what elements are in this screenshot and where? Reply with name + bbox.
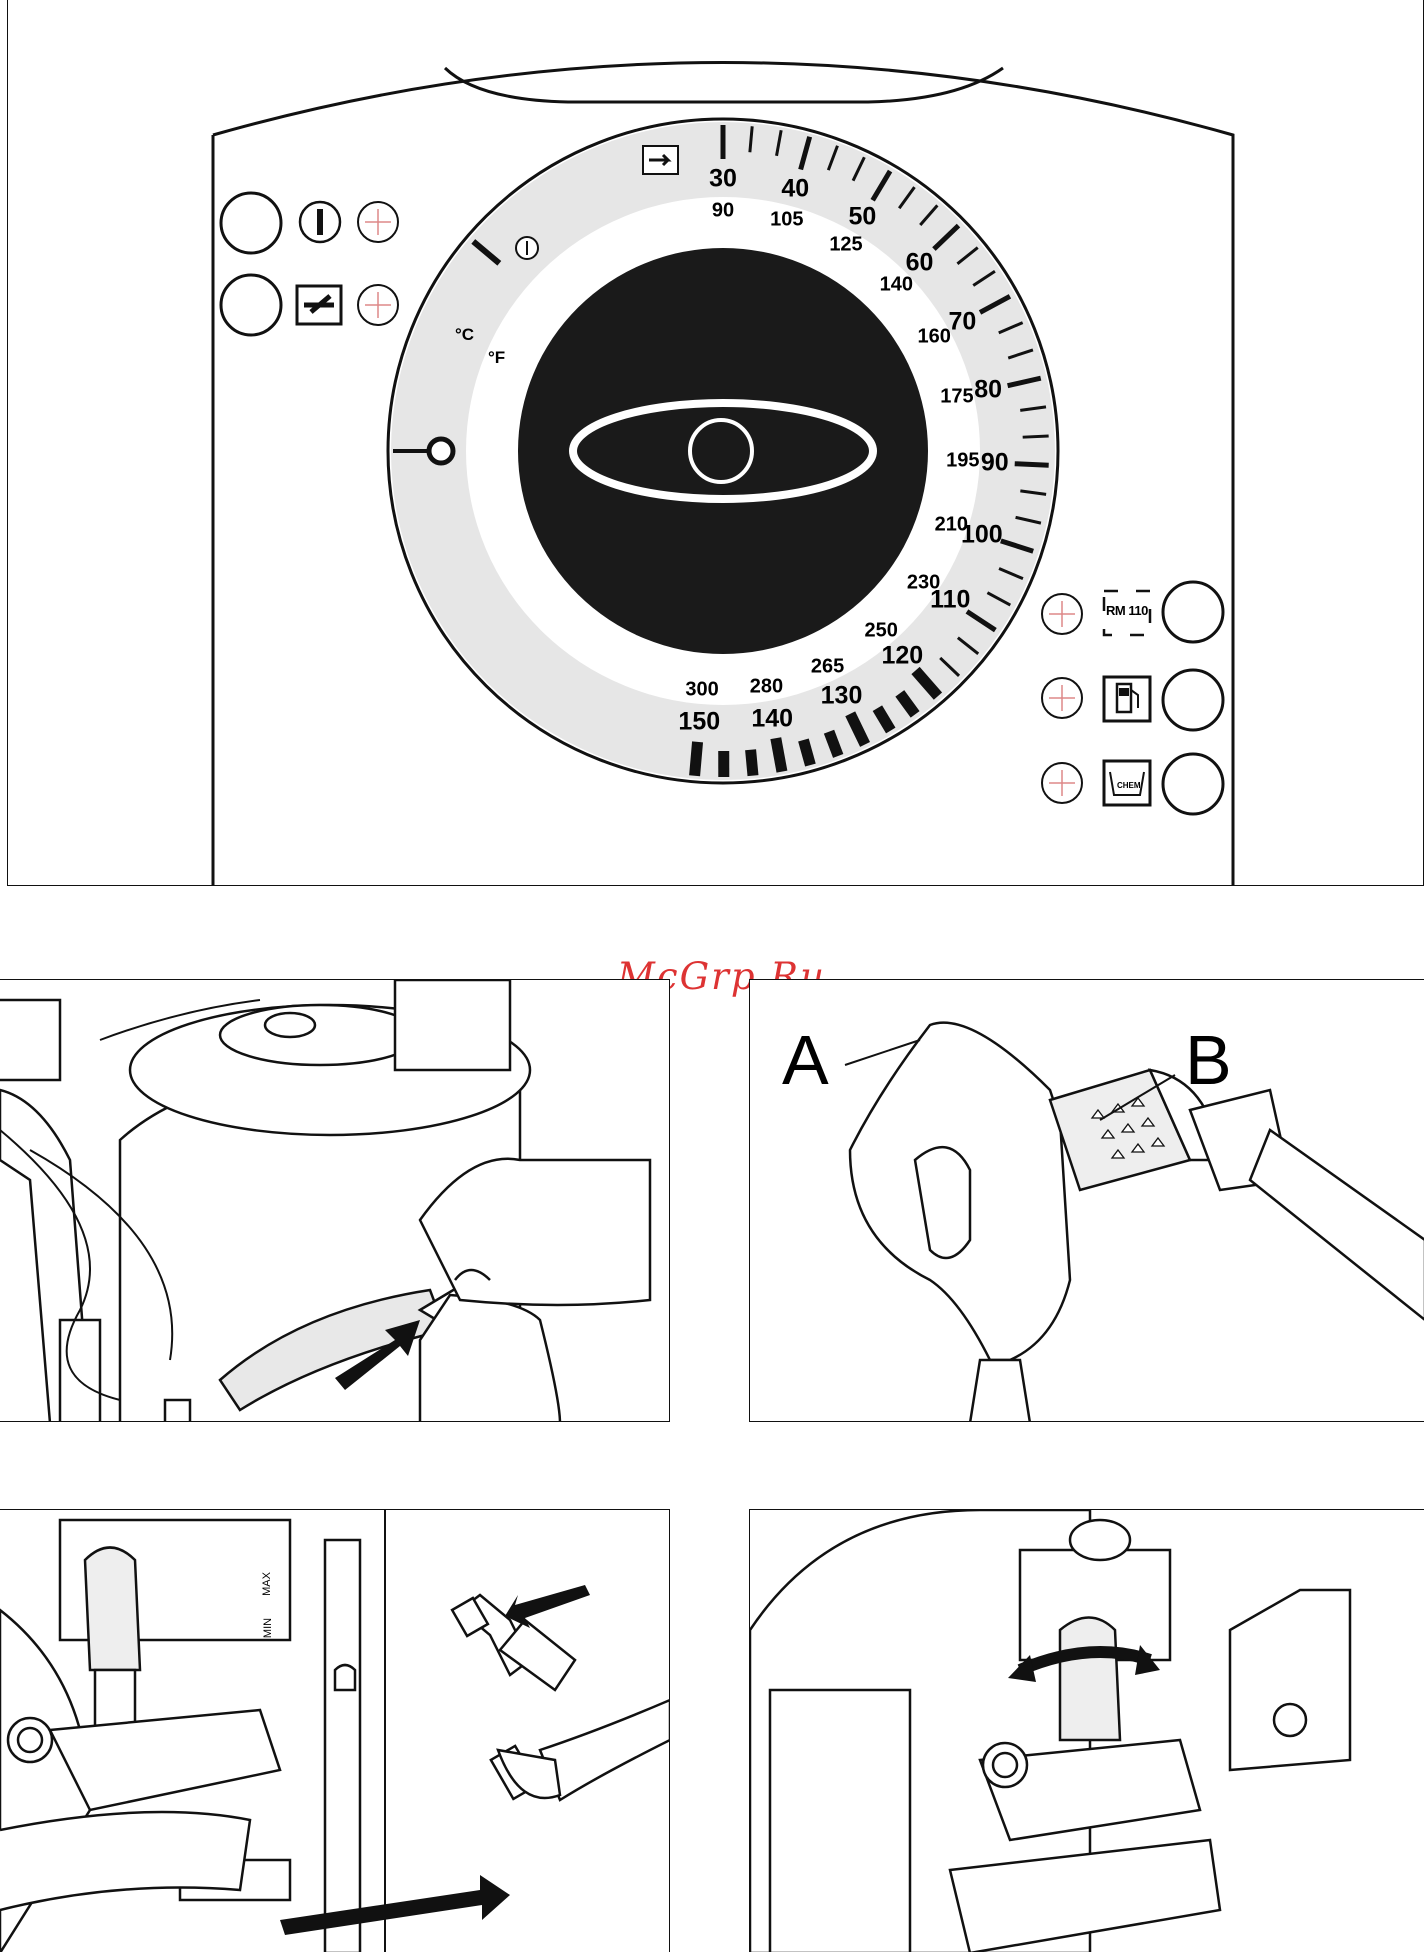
fahrenheit-scale-label: 210 bbox=[935, 513, 968, 536]
tank-max-label: MAX bbox=[261, 1572, 273, 1596]
fahrenheit-scale-label: 140 bbox=[880, 274, 913, 297]
fahrenheit-unit: °F bbox=[488, 348, 505, 368]
celsius-scale-label: 150 bbox=[678, 707, 720, 736]
dial-tick bbox=[776, 738, 782, 771]
fahrenheit-scale-label: 280 bbox=[750, 676, 783, 699]
descaler-label: RM 110 bbox=[1106, 603, 1148, 618]
fuel-pump-icon bbox=[1104, 677, 1150, 721]
celsius-scale-label: 80 bbox=[974, 376, 1002, 405]
dial-tick bbox=[803, 740, 810, 765]
fahrenheit-scale-label: 175 bbox=[940, 386, 973, 409]
celsius-scale-label: 50 bbox=[849, 203, 877, 232]
fahrenheit-scale-label: 125 bbox=[829, 233, 862, 256]
detergent-label: CHEM bbox=[1117, 781, 1141, 790]
pressure-adjust-figure bbox=[749, 1509, 1424, 1952]
celsius-scale-label: 40 bbox=[781, 174, 809, 203]
fahrenheit-scale-label: 250 bbox=[865, 620, 898, 643]
celsius-scale-label: 70 bbox=[949, 307, 977, 336]
indicator-lamp-icon bbox=[1042, 594, 1082, 803]
spray-gun-figure: A B bbox=[749, 979, 1424, 1422]
hose-connection-figure bbox=[0, 979, 670, 1422]
tank-min-label: MIN bbox=[262, 1618, 274, 1638]
fahrenheit-scale-label: 265 bbox=[811, 656, 844, 679]
celsius-scale-label: 130 bbox=[821, 681, 863, 710]
pump-icon bbox=[297, 286, 341, 324]
celsius-scale-label: 30 bbox=[709, 165, 737, 194]
fahrenheit-scale-label: 90 bbox=[712, 200, 734, 223]
indicator-lamp-icon bbox=[358, 202, 398, 325]
celsius-scale-label: 120 bbox=[881, 641, 923, 670]
dial-tick bbox=[695, 742, 698, 776]
celsius-scale-label: 140 bbox=[751, 704, 793, 733]
fahrenheit-scale-label: 195 bbox=[946, 450, 979, 473]
pump-connection-figure: MAX MIN bbox=[0, 1509, 670, 1952]
dial-tick bbox=[751, 750, 753, 776]
celsius-unit: °C bbox=[455, 325, 474, 345]
fahrenheit-scale-label: 105 bbox=[770, 208, 803, 231]
dial-tick bbox=[1015, 464, 1049, 465]
power-on-icon bbox=[300, 202, 340, 242]
celsius-scale-label: 90 bbox=[981, 448, 1009, 477]
gun-label-b: B bbox=[1185, 1020, 1232, 1100]
fahrenheit-scale-label: 160 bbox=[918, 326, 951, 349]
fahrenheit-scale-label: 230 bbox=[907, 571, 940, 594]
gun-label-a: A bbox=[782, 1020, 829, 1100]
dial-tick bbox=[1023, 436, 1049, 437]
fahrenheit-scale-label: 300 bbox=[685, 679, 718, 702]
